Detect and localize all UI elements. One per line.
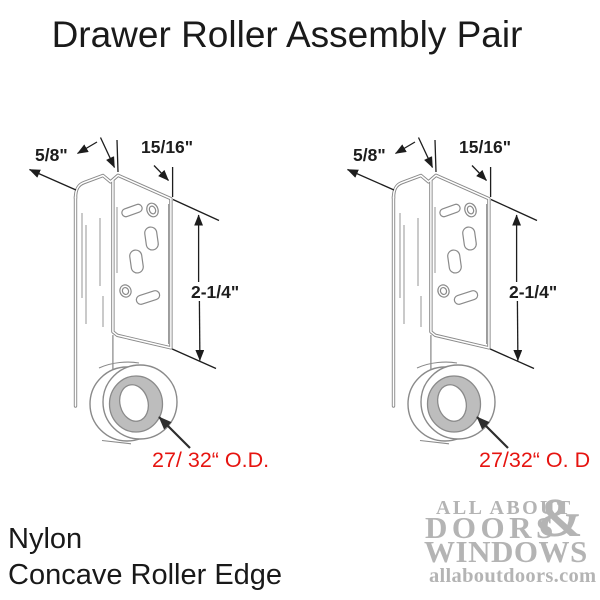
dim-front-width-label-left: 15/16"	[141, 137, 193, 157]
roller-od-label-left: 27/ 32“ O.D.	[152, 448, 269, 472]
product-notes: Nylon Concave Roller Edge	[8, 521, 282, 593]
logo-all-about: ALL ABOUT	[436, 497, 573, 519]
dim-side-width-label-right: 5/8"	[353, 145, 386, 165]
dim-side-width-label-left: 5/8"	[35, 145, 68, 165]
logo-ampersand: &	[537, 487, 583, 548]
dim-height-label-right: 2-1/4"	[509, 282, 557, 302]
material-note: Nylon	[8, 523, 83, 555]
logo-doors: DOORS	[425, 510, 558, 545]
dim-front-width-label-right: 15/16"	[459, 137, 511, 157]
logo-windows: WINDOWS	[424, 534, 588, 569]
roller-edge-note: Concave Roller Edge	[8, 559, 283, 591]
page-title: Drawer Roller Assembly Pair	[51, 14, 523, 55]
roller-assembly-drawing-left: 5/8" 15/16" 2-1/4" 27/ 32“ O.D.	[0, 110, 269, 472]
roller-od-label-right: 27/32“ O. D	[479, 448, 590, 472]
diagram-left: 5/8" 15/16" 2-1/4" 27/ 32“ O.D.	[0, 110, 300, 490]
logo-website: allaboutdoors.com	[429, 565, 597, 587]
roller-assembly-drawing-right: 5/8" 15/16" 2-1/4" 27/32“ O. D	[318, 110, 590, 472]
diagram-right: 5/8" 15/16" 2-1/4" 27/32“ O. D	[318, 110, 600, 490]
dim-height-label-left: 2-1/4"	[191, 282, 239, 302]
